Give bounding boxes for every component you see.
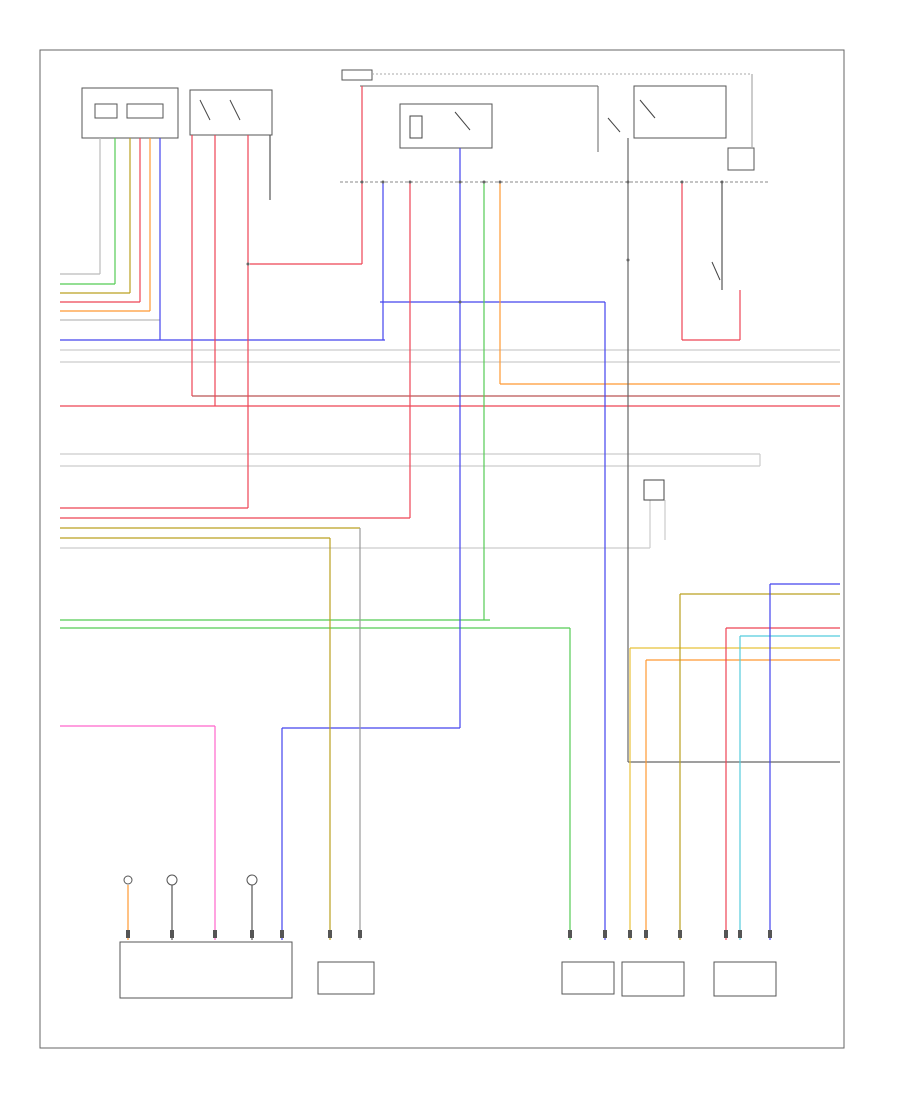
gauge-module-box (126, 103, 164, 119)
data-link-box (94, 103, 118, 119)
diagram-frame (39, 49, 845, 1049)
connector-dots (246, 180, 724, 304)
fuel-gauge-assembly-box (119, 941, 293, 999)
ground-symbols (123, 874, 258, 886)
relay-switch-symbols (199, 99, 721, 501)
fuse-block (341, 69, 373, 81)
canister-vent-valve-box (317, 961, 375, 995)
harness-bus (60, 263, 840, 763)
fuel-pump-box (561, 961, 615, 995)
main-relay-box (189, 89, 273, 136)
front-o2-sensor-box (621, 961, 685, 997)
vertical-wires (99, 74, 771, 940)
fuel-pump-relay-box (399, 103, 493, 149)
fuse-box-small (727, 147, 755, 171)
instrument-cluster-box (81, 87, 179, 139)
rear-o2-sensor-box (713, 961, 777, 997)
bottom-connectors (126, 930, 772, 938)
ecm-relay-box (633, 85, 727, 139)
